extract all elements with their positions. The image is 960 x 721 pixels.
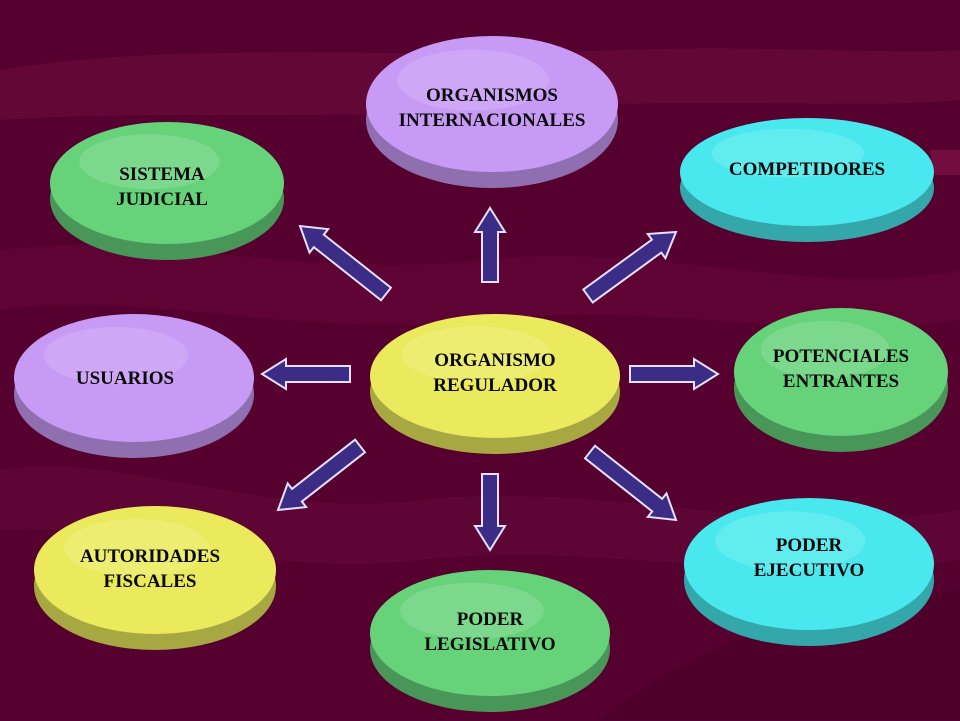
arrow-left	[260, 357, 351, 391]
ellipse-shape	[370, 570, 610, 712]
ellipse-shape	[14, 314, 254, 458]
arrow-up	[473, 206, 507, 283]
ellipse-shape	[680, 118, 934, 242]
arrow-right	[629, 357, 720, 391]
ellipse-highlight	[400, 582, 544, 640]
ellipse-shape	[684, 498, 934, 646]
arrow-up-left	[298, 224, 393, 302]
ellipse-highlight	[401, 326, 552, 383]
node-usuarios: USUARIOS	[10, 302, 258, 462]
arrow-down-left	[276, 438, 367, 512]
ellipse-shape	[370, 314, 620, 454]
ellipse-highlight	[64, 518, 210, 577]
arrow-up-right	[581, 230, 678, 304]
ellipse-shape	[34, 506, 276, 650]
arrow-down	[473, 473, 507, 552]
ellipse-shape	[50, 122, 284, 260]
ellipse-shape	[734, 308, 948, 452]
ellipse-highlight	[79, 134, 220, 190]
node-competidores: COMPETIDORES	[676, 106, 938, 246]
ellipse-highlight	[711, 128, 865, 178]
ellipse-highlight	[760, 320, 890, 379]
ellipse-shape	[366, 36, 618, 188]
arrow-down-right	[583, 444, 678, 522]
ellipse-highlight	[44, 326, 188, 385]
ellipse-highlight	[715, 511, 866, 571]
ellipse-highlight	[397, 49, 549, 111]
